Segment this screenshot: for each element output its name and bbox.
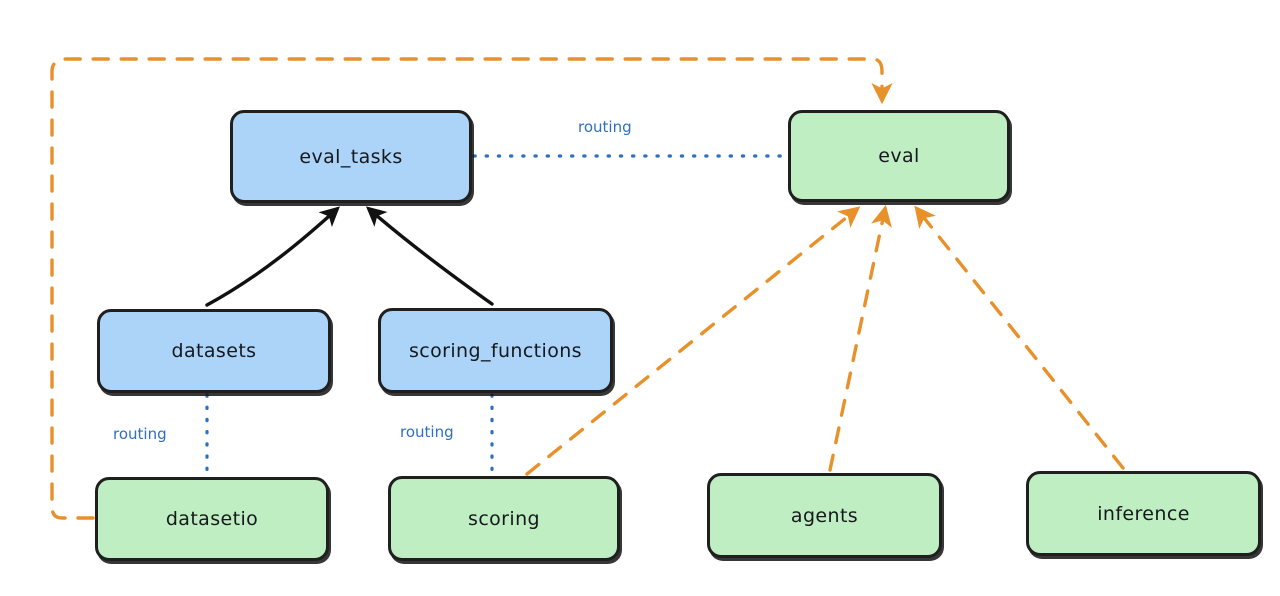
node-datasetio[interactable]: datasetio: [95, 477, 329, 561]
edge-datasetio-to-eval: [50, 57, 893, 520]
edge-label-routing-datasets: routing: [113, 425, 167, 443]
node-label-datasetio: datasetio: [165, 508, 259, 530]
node-label-agents: agents: [790, 504, 859, 527]
node-agents[interactable]: agents: [707, 473, 942, 558]
node-label-scoring-functions: scoring_functions: [409, 339, 582, 362]
node-inference[interactable]: inference: [1026, 471, 1261, 556]
edge-datasets-to-eval-tasks: [205, 206, 340, 307]
node-label-scoring: scoring: [468, 507, 540, 530]
edge-agents-to-eval: [828, 204, 892, 472]
edge-scoring-functions-to-eval-tasks: [366, 206, 494, 306]
node-label-eval-tasks: eval_tasks: [299, 145, 403, 168]
node-label-inference: inference: [1097, 502, 1190, 525]
node-scoring-functions[interactable]: scoring_functions: [378, 308, 613, 393]
node-eval-tasks[interactable]: eval_tasks: [230, 110, 472, 203]
edge-label-routing-eval-tasks: routing: [578, 118, 632, 136]
node-label-eval: eval: [878, 145, 920, 167]
node-label-datasets: datasets: [171, 340, 257, 362]
node-scoring[interactable]: scoring: [388, 476, 620, 561]
node-datasets[interactable]: datasets: [97, 309, 331, 393]
node-eval[interactable]: eval: [788, 110, 1010, 202]
edge-scoring-to-eval: [525, 206, 861, 476]
edge-label-routing-scoring: routing: [400, 423, 454, 441]
edge-inference-to-eval: [914, 205, 1125, 470]
